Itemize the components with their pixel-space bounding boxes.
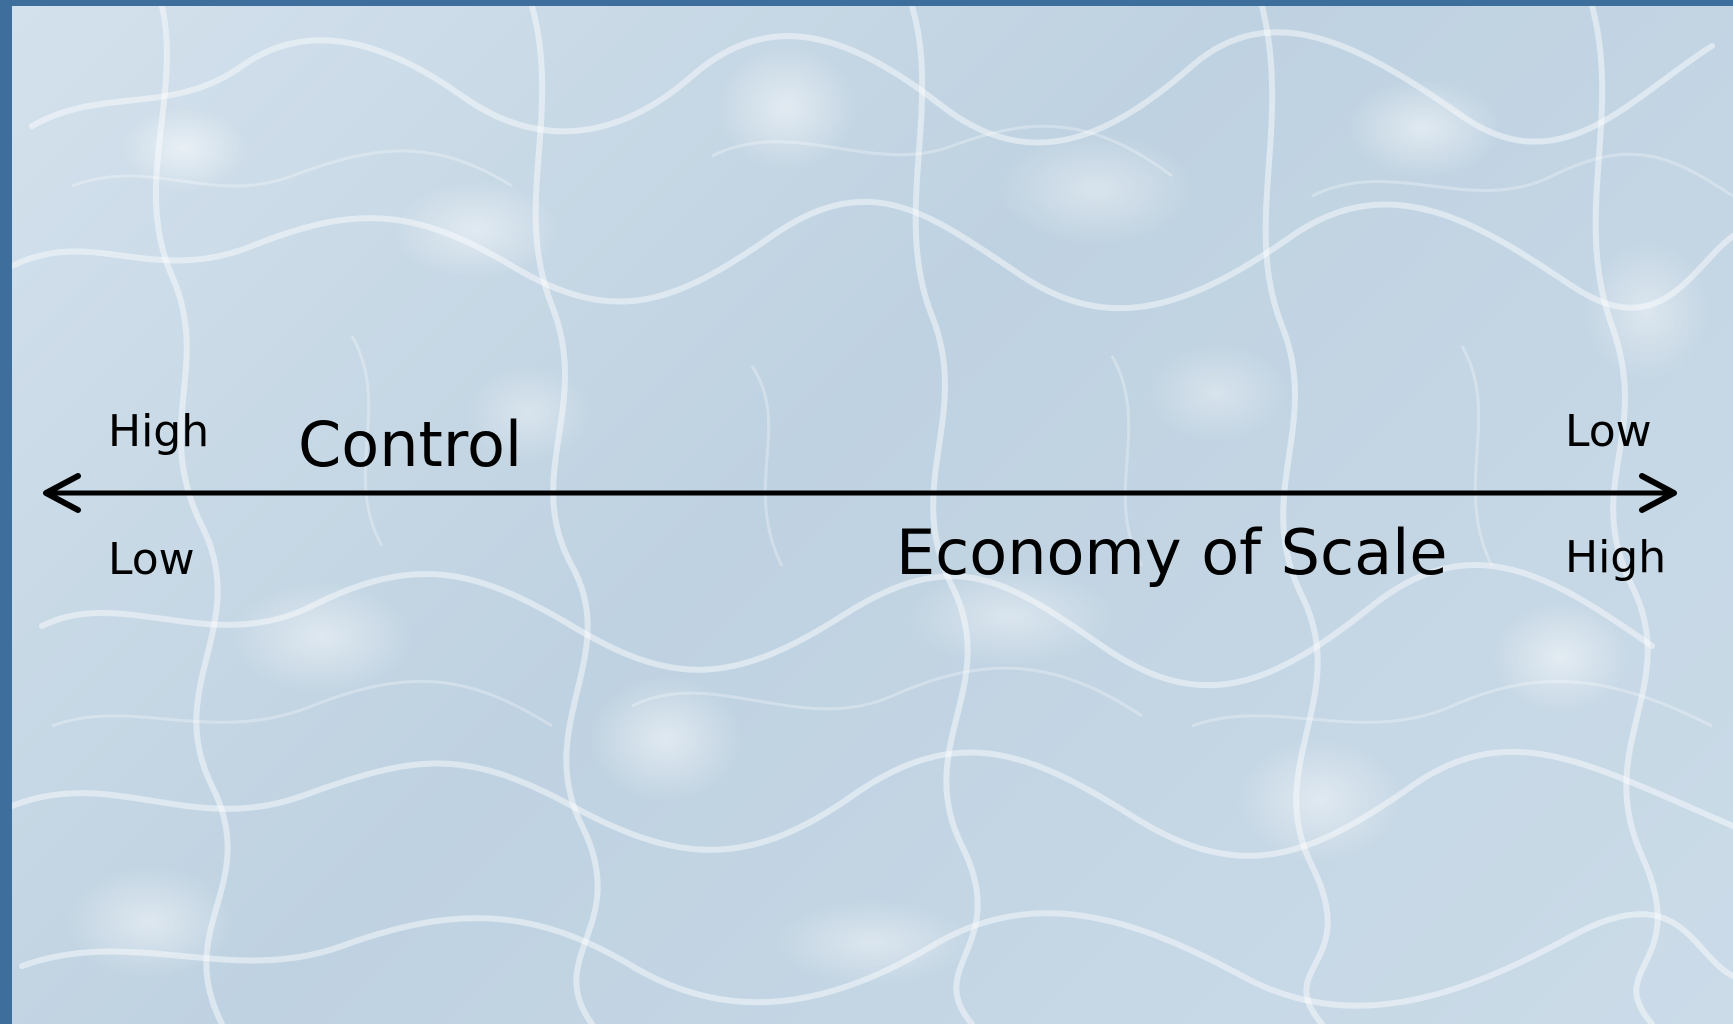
right-bottom-label: High <box>1565 532 1667 583</box>
economy-of-scale-label: Economy of Scale <box>896 516 1448 589</box>
water-caustics-pattern <box>12 6 1733 1024</box>
water-background <box>12 6 1733 1024</box>
arrow-head-left <box>43 473 81 513</box>
arrow-head-right <box>1639 473 1677 513</box>
right-top-label: Low <box>1565 406 1652 457</box>
left-bottom-label: Low <box>108 534 195 585</box>
left-top-label: High <box>108 406 210 457</box>
control-label: Control <box>298 408 523 481</box>
